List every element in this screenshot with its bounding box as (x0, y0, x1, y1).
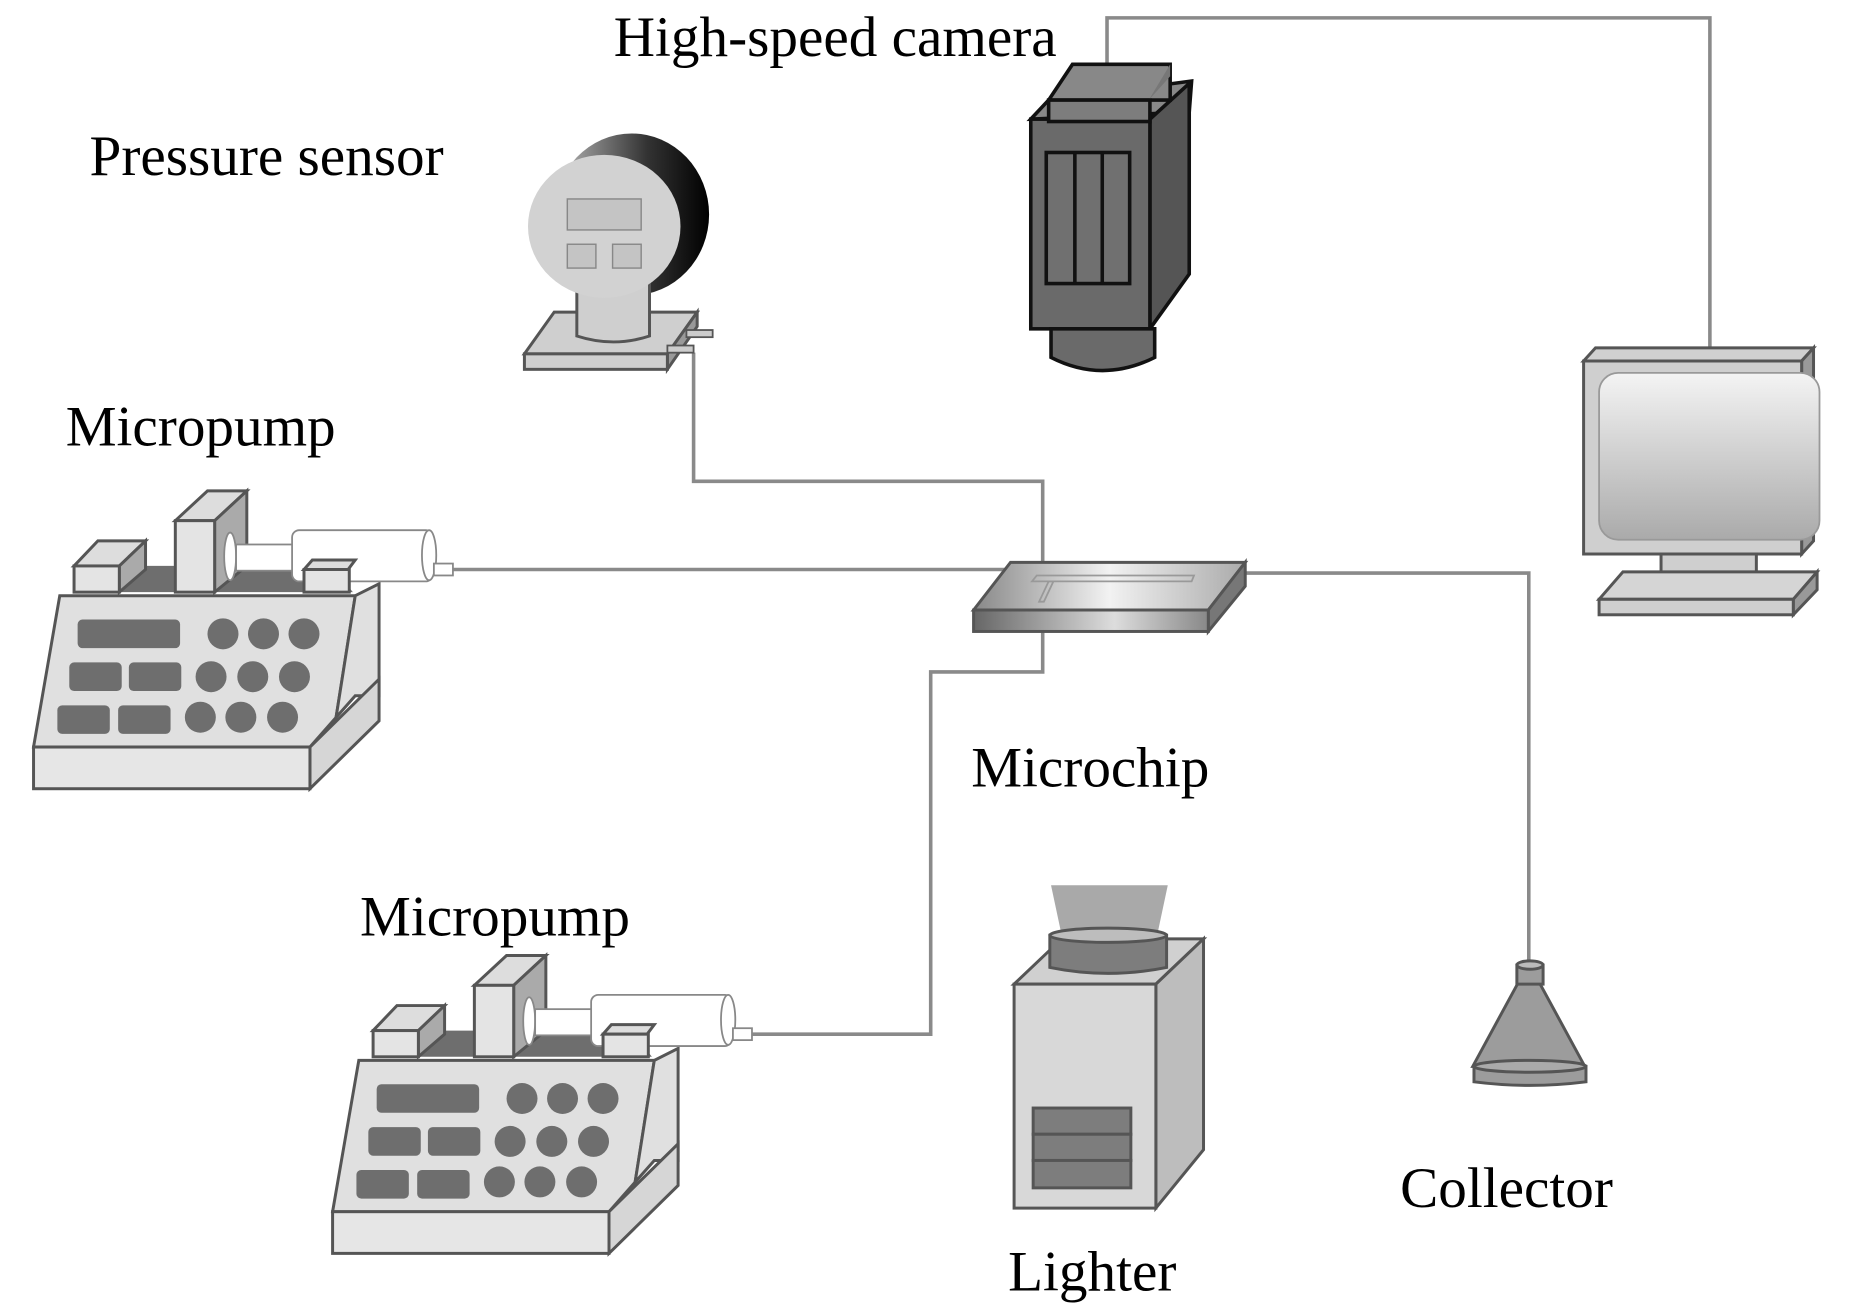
lighter-icon (1010, 885, 1208, 1213)
label-microchip: Microchip (971, 736, 1209, 799)
label-micropump-bottom: Micropump (360, 885, 630, 948)
wire-camera-computer (1105, 16, 1712, 348)
label-pressure-sensor: Pressure sensor (90, 125, 444, 188)
label-collector: Collector (1400, 1157, 1613, 1220)
pressure-sensor-icon (521, 133, 714, 375)
micropump-top-icon (31, 487, 454, 793)
microchip-icon (970, 558, 1249, 636)
label-lighter: Lighter (1008, 1240, 1176, 1303)
high-speed-camera-icon (1026, 62, 1194, 373)
label-micropump-top: Micropump (66, 396, 336, 459)
wire-microchip-collector (1239, 571, 1531, 962)
label-high-speed-camera: High-speed camera (614, 6, 1057, 69)
connection-wires (452, 16, 1712, 1036)
wire-sensor-microchip (691, 352, 1045, 606)
wire-pump2-microchip (750, 605, 1045, 1036)
micropump-bottom-icon (330, 952, 753, 1257)
computer-monitor-icon (1580, 344, 1821, 619)
collector-icon (1470, 959, 1588, 1087)
